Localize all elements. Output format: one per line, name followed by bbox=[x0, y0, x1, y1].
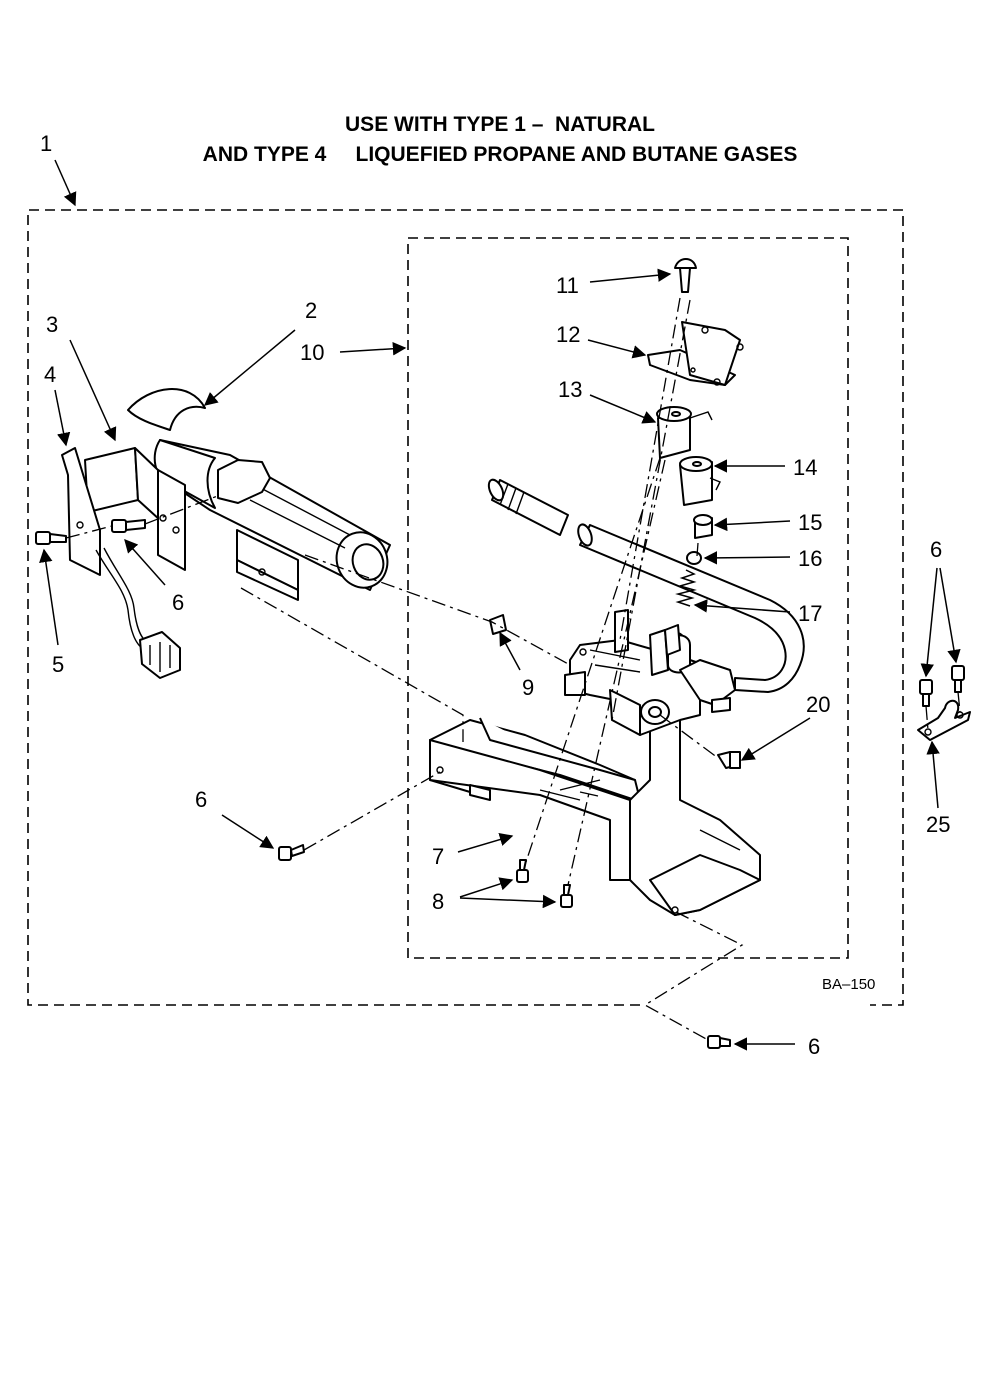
callout-leader bbox=[54, 159, 77, 207]
screw-icon bbox=[278, 844, 305, 861]
callout-leader bbox=[69, 339, 117, 442]
callout-5: 5 bbox=[52, 652, 64, 677]
callout-1: 1 bbox=[40, 131, 52, 156]
coil-clip bbox=[647, 321, 744, 386]
orifice-tube bbox=[487, 478, 569, 536]
assembly-line bbox=[611, 299, 691, 721]
callout-leader bbox=[587, 339, 647, 359]
callout-2: 2 bbox=[305, 298, 317, 323]
gas-valve bbox=[564, 609, 736, 736]
callout-12: 12 bbox=[556, 322, 580, 347]
callout-11: 11 bbox=[556, 273, 579, 298]
callout-leader bbox=[926, 740, 940, 809]
callout-16: 16 bbox=[798, 546, 822, 571]
assembly-line bbox=[144, 494, 221, 525]
callout-leader bbox=[459, 877, 514, 898]
callout-leader bbox=[499, 631, 521, 671]
callout-17: 17 bbox=[798, 601, 822, 626]
diagram-title-line-2: AND TYPE 4 LIQUEFIED PROPANE AND BUTANE … bbox=[202, 143, 798, 166]
callout-leader bbox=[589, 268, 672, 283]
orifice-cap bbox=[693, 514, 713, 539]
assembly-line bbox=[659, 714, 719, 759]
screw-icon bbox=[516, 859, 529, 883]
callout-leader bbox=[740, 717, 811, 761]
screw-icon bbox=[951, 665, 965, 693]
spring bbox=[664, 569, 697, 656]
callout-leader bbox=[457, 832, 514, 853]
burner-tube bbox=[127, 388, 391, 601]
nut bbox=[489, 614, 507, 635]
sensor bbox=[717, 751, 741, 769]
drawing-code: BA–150 bbox=[822, 976, 875, 993]
callout-leader bbox=[920, 567, 938, 678]
screw-icon bbox=[707, 1035, 731, 1049]
callout-6-bottom: 6 bbox=[808, 1034, 820, 1059]
valve-assembly-outline bbox=[407, 237, 849, 959]
callout-20: 20 bbox=[806, 692, 830, 717]
callout-leader bbox=[39, 548, 59, 646]
callout-9: 9 bbox=[522, 675, 534, 700]
callout-leader bbox=[124, 538, 166, 586]
assembly-outline bbox=[27, 209, 904, 1006]
diagram-title-line-1: USE WITH TYPE 1 – NATURAL bbox=[345, 113, 655, 136]
callout-10: 10 bbox=[300, 340, 324, 365]
assembly-line bbox=[65, 525, 113, 539]
plug bbox=[686, 551, 702, 565]
callout-leader bbox=[589, 394, 657, 424]
callout-leader bbox=[54, 389, 71, 447]
assembly-line bbox=[696, 542, 699, 557]
screw-icon bbox=[919, 679, 933, 707]
callout-leader bbox=[693, 599, 791, 613]
callout-6-left: 6 bbox=[172, 590, 184, 615]
screw-icon bbox=[560, 884, 573, 908]
screw-icon bbox=[35, 531, 67, 545]
callout-leader bbox=[459, 894, 557, 909]
callout-leader bbox=[221, 814, 275, 849]
callout-leader bbox=[339, 342, 407, 356]
callout-8: 8 bbox=[432, 889, 444, 914]
callout-14: 14 bbox=[793, 455, 817, 480]
callout-leader bbox=[203, 329, 296, 406]
callout-leader bbox=[703, 551, 791, 565]
coil-top bbox=[656, 406, 713, 459]
igniter-bracket bbox=[84, 447, 186, 571]
assembly-line bbox=[303, 771, 441, 851]
assembly-line bbox=[619, 297, 681, 641]
coil-side bbox=[679, 456, 721, 506]
assembly-line bbox=[925, 705, 929, 731]
igniter bbox=[61, 447, 181, 679]
gas-pipe bbox=[577, 523, 805, 693]
assembly-line bbox=[304, 554, 571, 666]
assembly-line bbox=[643, 911, 744, 1041]
assembly-line bbox=[240, 587, 464, 742]
callout-leader bbox=[939, 567, 961, 664]
callout-3: 3 bbox=[46, 312, 58, 337]
callout-6-lower-left: 6 bbox=[195, 787, 207, 812]
assembly-line bbox=[567, 459, 666, 886]
assembly-line bbox=[957, 691, 961, 713]
screw-icon bbox=[674, 258, 697, 293]
callout-leader bbox=[713, 517, 791, 532]
callout-25: 25 bbox=[926, 812, 950, 837]
screw-icon bbox=[111, 519, 146, 533]
callout-6-right: 6 bbox=[930, 537, 942, 562]
callout-7: 7 bbox=[432, 844, 444, 869]
callout-13: 13 bbox=[558, 377, 582, 402]
callout-4: 4 bbox=[44, 362, 56, 387]
callout-15: 15 bbox=[798, 510, 822, 535]
assembly-line bbox=[524, 457, 661, 866]
